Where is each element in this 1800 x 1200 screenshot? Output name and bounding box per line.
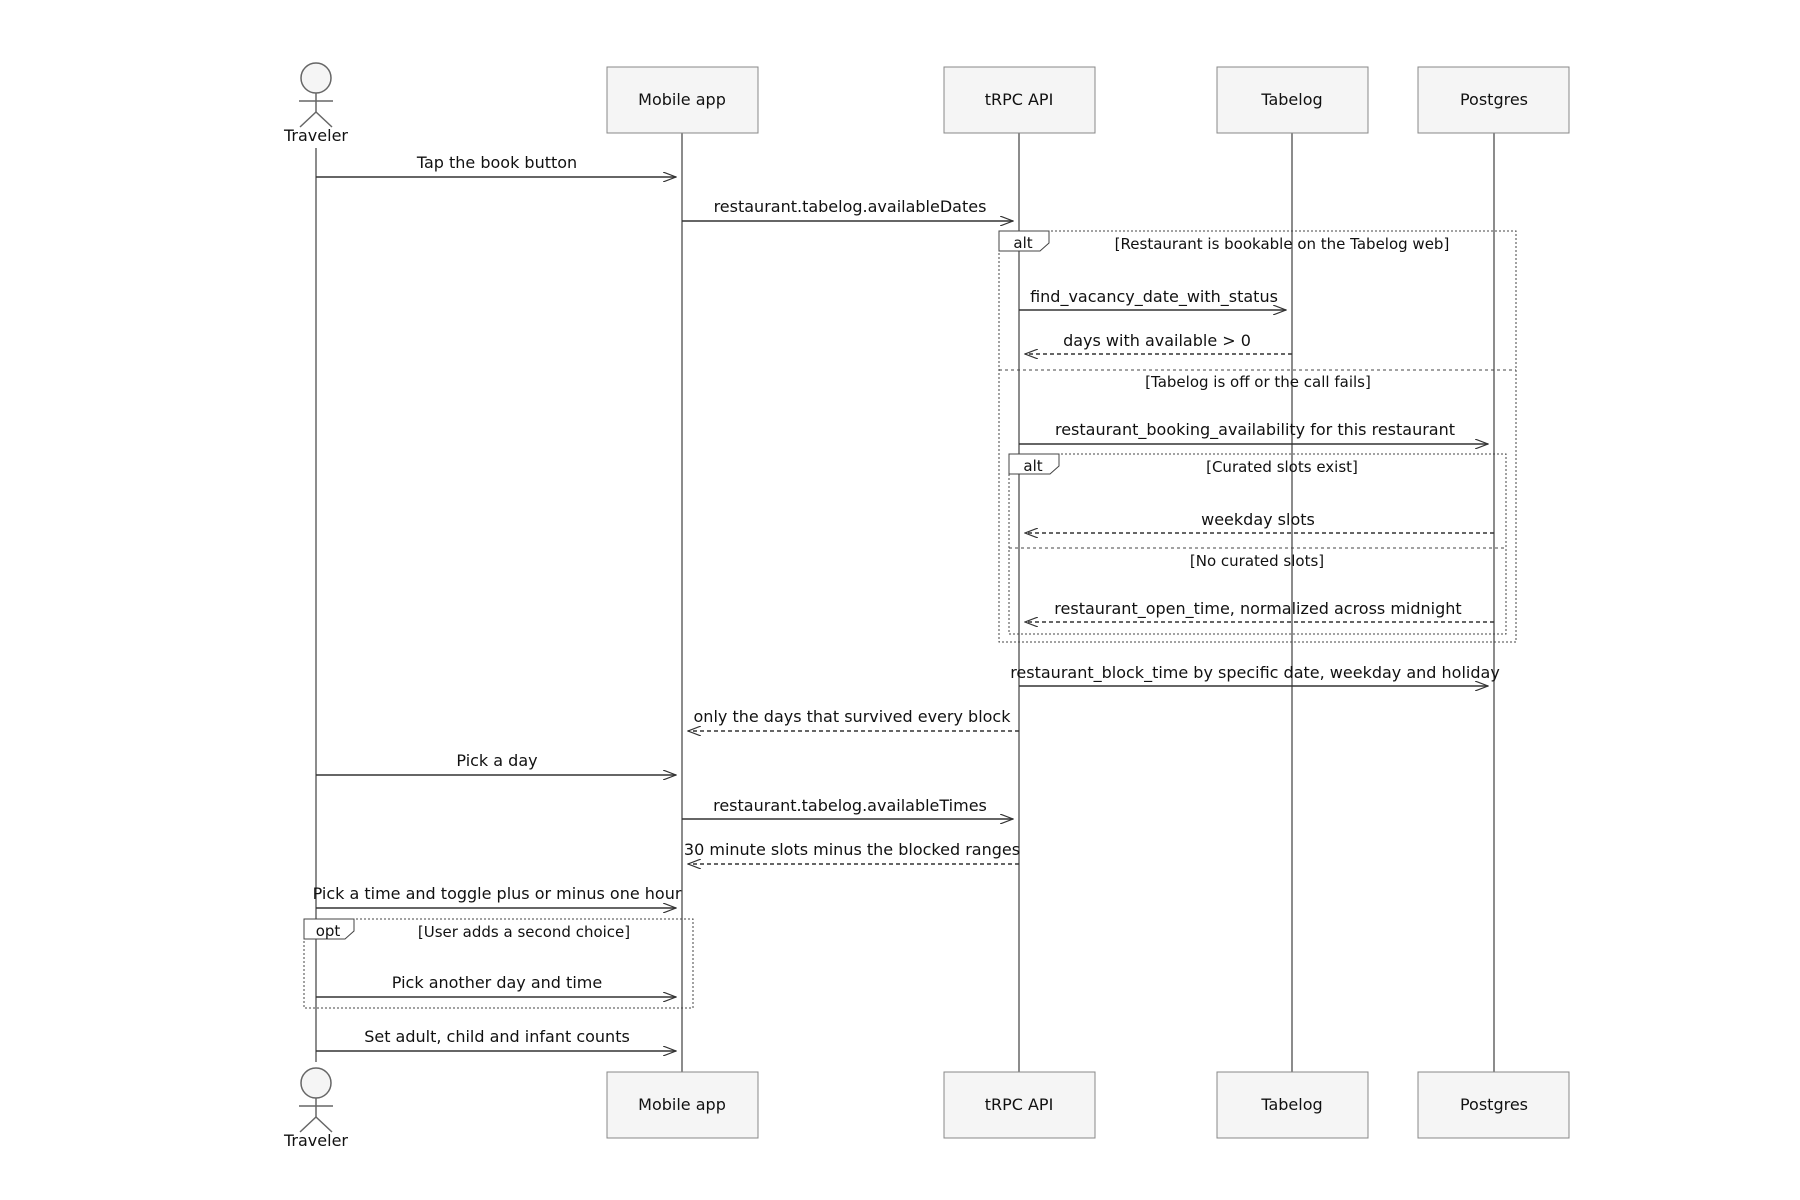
message-6: weekday slots [1025, 510, 1494, 533]
message-3: find_vacancy_date_with_status [1019, 287, 1286, 310]
svg-text:Pick another day and time: Pick another day and time [392, 973, 602, 992]
message-15: Set adult, child and infant counts [316, 1027, 676, 1051]
participant-api-bottom: tRPC API [943, 1071, 1096, 1139]
actor-traveler-bottom [299, 1067, 333, 1133]
svg-text:alt: alt [1013, 234, 1032, 252]
svg-text:Pick a day: Pick a day [456, 751, 537, 770]
participant-postgres-bottom: Postgres [1417, 1071, 1570, 1139]
svg-text:Pick a time and toggle plus or: Pick a time and toggle plus or minus one… [313, 884, 682, 903]
svg-text:30 minute slots minus the bloc: 30 minute slots minus the blocked ranges [684, 840, 1020, 859]
svg-text:[Restaurant is bookable on the: [Restaurant is bookable on the Tabelog w… [1115, 235, 1450, 253]
svg-text:Postgres: Postgres [1460, 90, 1528, 109]
svg-text:Mobile app: Mobile app [638, 90, 726, 109]
message-2: restaurant.tabelog.availableDates [682, 197, 1013, 221]
message-14: Pick another day and time [316, 973, 676, 997]
svg-text:[No curated slots]: [No curated slots] [1190, 552, 1324, 570]
opt-frame: opt [User adds a second choice] [303, 918, 694, 1009]
svg-text:[Tabelog is off or the call fa: [Tabelog is off or the call fails] [1145, 373, 1371, 391]
svg-text:weekday slots: weekday slots [1201, 510, 1315, 529]
svg-text:Tabelog: Tabelog [1260, 1095, 1322, 1114]
svg-text:restaurant.tabelog.availableDa: restaurant.tabelog.availableDates [714, 197, 987, 216]
svg-text:Set adult, child and infant co: Set adult, child and infant counts [364, 1027, 630, 1046]
svg-text:restaurant_block_time by speci: restaurant_block_time by specific date, … [1010, 663, 1500, 683]
participant-mobile-bottom: Mobile app [606, 1071, 759, 1139]
message-12: 30 minute slots minus the blocked ranges [684, 840, 1020, 864]
svg-text:Tap the book button: Tap the book button [416, 153, 577, 172]
svg-text:alt: alt [1023, 457, 1042, 475]
svg-text:only the days that survived ev: only the days that survived every block [694, 707, 1012, 726]
svg-text:[User adds a second choice]: [User adds a second choice] [418, 923, 630, 941]
message-10: Pick a day [316, 751, 676, 775]
message-7: restaurant_open_time, normalized across … [1025, 599, 1494, 622]
svg-text:Tabelog: Tabelog [1260, 90, 1322, 109]
svg-text:Postgres: Postgres [1460, 1095, 1528, 1114]
message-9: only the days that survived every block [688, 707, 1019, 731]
svg-text:Mobile app: Mobile app [638, 1095, 726, 1114]
message-4: days with available > 0 [1025, 331, 1292, 354]
participant-mobile-top: Mobile app [606, 66, 759, 134]
svg-text:opt: opt [316, 922, 341, 940]
svg-text:tRPC API: tRPC API [985, 1095, 1054, 1114]
participant-postgres-top: Postgres [1417, 66, 1570, 134]
svg-text:restaurant_booking_availabilit: restaurant_booking_availability for this… [1055, 420, 1455, 440]
message-5: restaurant_booking_availability for this… [1019, 420, 1488, 444]
actor-traveler-label-top: Traveler [283, 126, 348, 145]
svg-text:days with available > 0: days with available > 0 [1063, 331, 1251, 350]
participant-api-top: tRPC API [943, 66, 1096, 134]
actor-traveler-top [299, 62, 333, 128]
message-11: restaurant.tabelog.availableTimes [682, 796, 1013, 819]
alt-frame-inner: alt [Curated slots exist] [No curated sl… [1008, 453, 1507, 635]
actor-traveler-label-bottom: Traveler [283, 1131, 348, 1150]
svg-text:find_vacancy_date_with_status: find_vacancy_date_with_status [1030, 287, 1278, 307]
message-8: restaurant_block_time by specific date, … [1010, 663, 1500, 686]
message-1: Tap the book button [316, 153, 676, 177]
message-13: Pick a time and toggle plus or minus one… [313, 884, 682, 908]
svg-text:restaurant.tabelog.availableTi: restaurant.tabelog.availableTimes [713, 796, 987, 815]
participant-tabelog-top: Tabelog [1216, 66, 1369, 134]
svg-text:tRPC API: tRPC API [985, 90, 1054, 109]
alt-frame-outer: alt [Restaurant is bookable on the Tabel… [998, 230, 1517, 643]
participant-tabelog-bottom: Tabelog [1216, 1071, 1369, 1139]
svg-text:[Curated slots exist]: [Curated slots exist] [1206, 458, 1358, 476]
svg-text:restaurant_open_time, normaliz: restaurant_open_time, normalized across … [1054, 599, 1461, 619]
